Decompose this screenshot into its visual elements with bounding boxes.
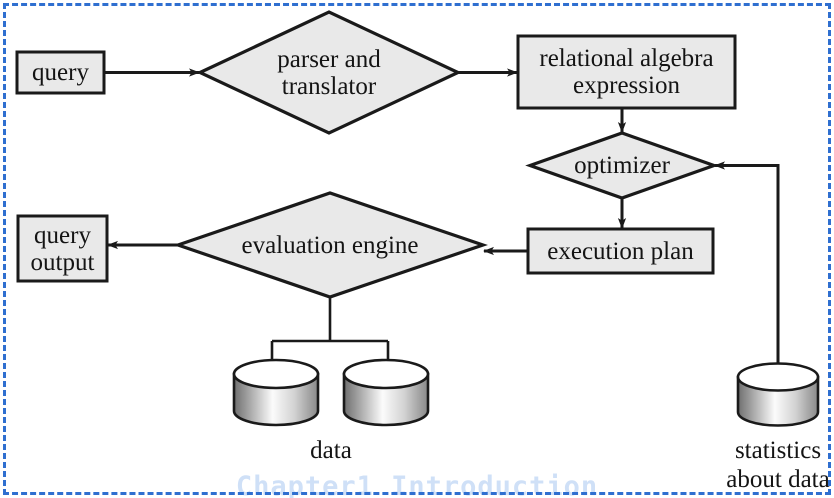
caption-statistics-about-data: statistics about data — [726, 437, 830, 493]
node-parser-and-translator[interactable] — [196, 10, 462, 135]
edge-evaluation-engine-to-data-stores — [270, 297, 390, 368]
caption-data: data — [310, 437, 352, 464]
node-evaluation-engine[interactable] — [173, 191, 488, 299]
node-statistics-store[interactable] — [736, 362, 820, 427]
edge-statistics-to-optimizer — [714, 161, 780, 372]
node-execution-plan[interactable] — [526, 227, 715, 275]
node-data-store-right[interactable] — [342, 358, 430, 427]
node-data-store-left[interactable] — [232, 358, 320, 427]
node-query-output[interactable] — [16, 214, 109, 283]
node-query[interactable] — [15, 50, 106, 95]
node-relational-algebra-expression[interactable] — [516, 34, 737, 110]
node-optimizer[interactable] — [525, 131, 719, 200]
